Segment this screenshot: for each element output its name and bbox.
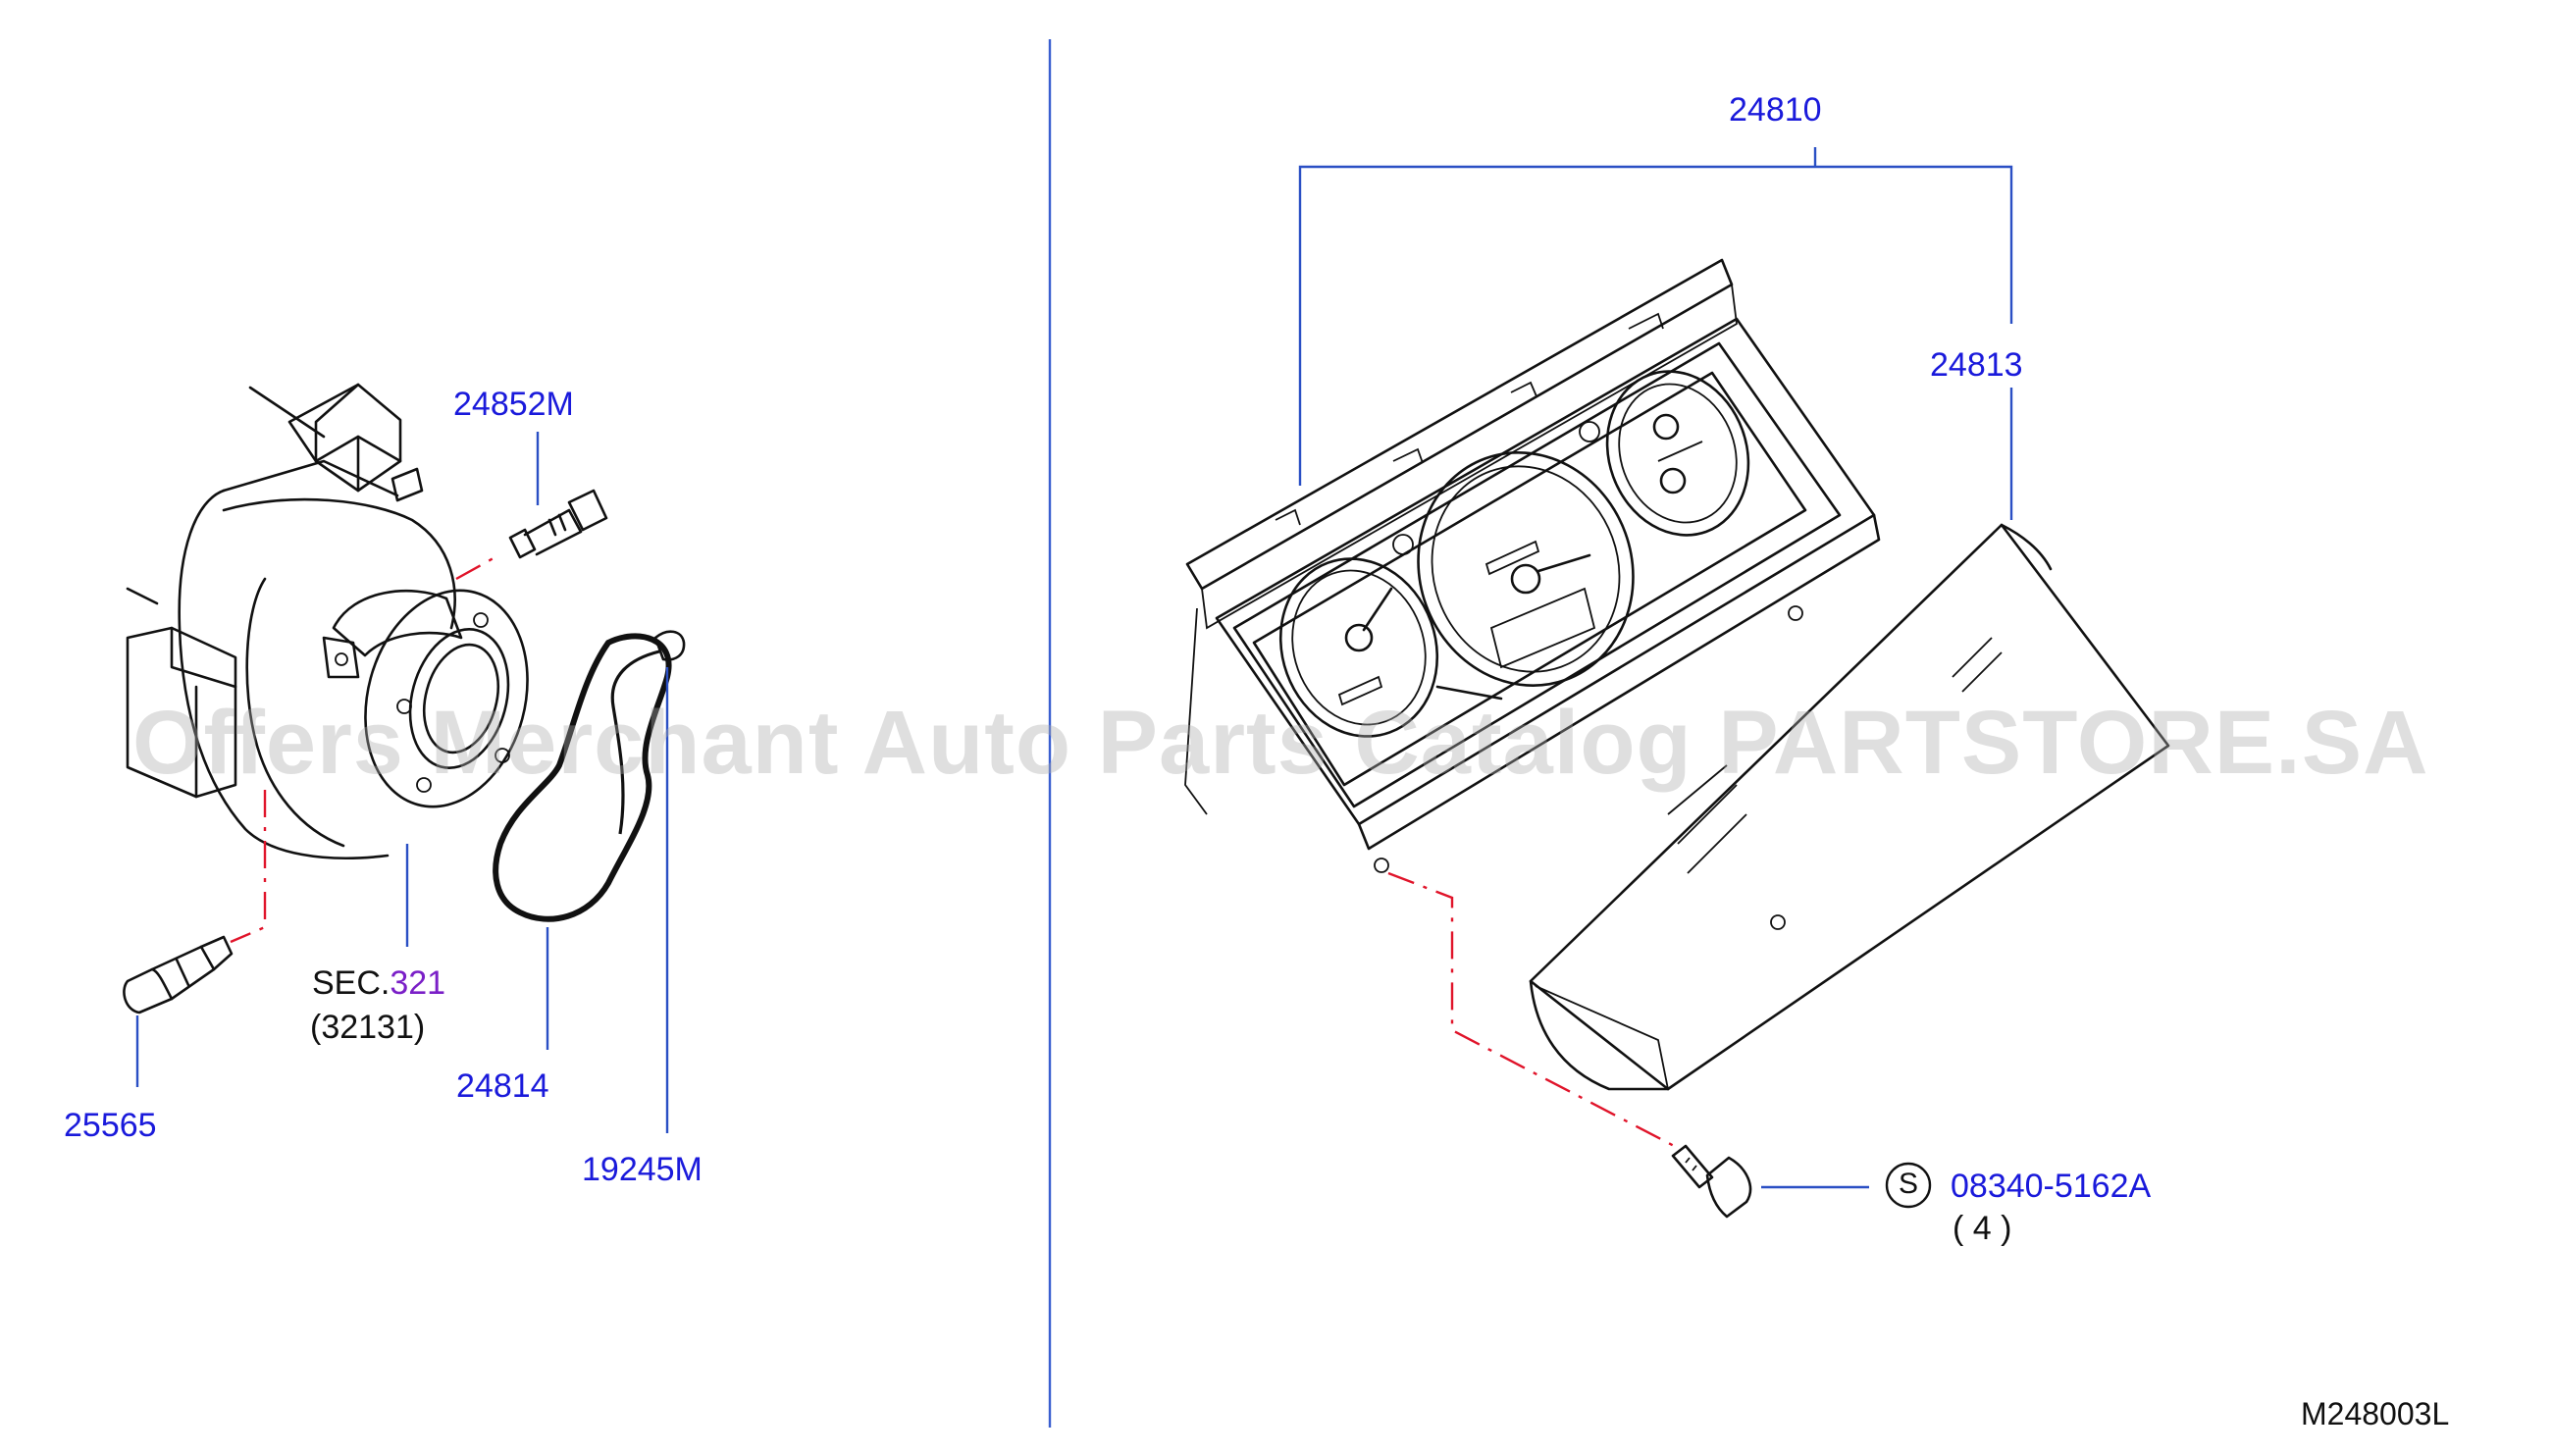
callout-19245M[interactable]: 19245M bbox=[582, 1151, 703, 1188]
sec-prefix: SEC. bbox=[312, 964, 391, 1002]
screw-symbol-letter: S bbox=[1899, 1168, 1919, 1200]
leader-24810 bbox=[1298, 147, 2013, 486]
callout-08340-5162A[interactable]: 08340-5162A bbox=[1951, 1168, 2152, 1205]
part-24810-combination-meter[interactable] bbox=[1184, 258, 1881, 873]
screw-symbol-circle bbox=[1885, 1162, 1932, 1209]
centerline-24852M bbox=[455, 552, 501, 581]
part-25565-switch[interactable] bbox=[123, 935, 234, 1014]
quantity-label: ( 4 ) bbox=[1953, 1210, 2012, 1247]
callout-24814[interactable]: 24814 bbox=[456, 1067, 549, 1105]
transmission-housing bbox=[126, 383, 529, 859]
callout-24810[interactable]: 24810 bbox=[1729, 91, 1822, 129]
part-24852M-sensor[interactable] bbox=[508, 489, 608, 559]
diagram-code: M248003L bbox=[2301, 1396, 2450, 1431]
watermark: Offers Merchant Auto Parts Catalog PARTS… bbox=[132, 693, 2429, 793]
centerline-screw bbox=[1387, 871, 1679, 1150]
part-24814-oring[interactable] bbox=[493, 633, 672, 922]
callout-24813[interactable]: 24813 bbox=[1930, 346, 2023, 384]
callout-24852M[interactable]: 24852M bbox=[453, 386, 574, 423]
sec-number: 321 bbox=[390, 964, 446, 1002]
part-08340-5162A-screw[interactable] bbox=[1671, 1144, 1752, 1219]
callout-25565[interactable]: 25565 bbox=[64, 1107, 157, 1144]
centerline-25565 bbox=[230, 790, 267, 944]
callout-sec321[interactable]: SEC.321 bbox=[312, 966, 445, 1000]
part-19245M-cord[interactable] bbox=[610, 630, 686, 835]
part-24813-meter-glass[interactable] bbox=[1529, 523, 2170, 1091]
sec-subref: (32131) bbox=[310, 1009, 426, 1046]
